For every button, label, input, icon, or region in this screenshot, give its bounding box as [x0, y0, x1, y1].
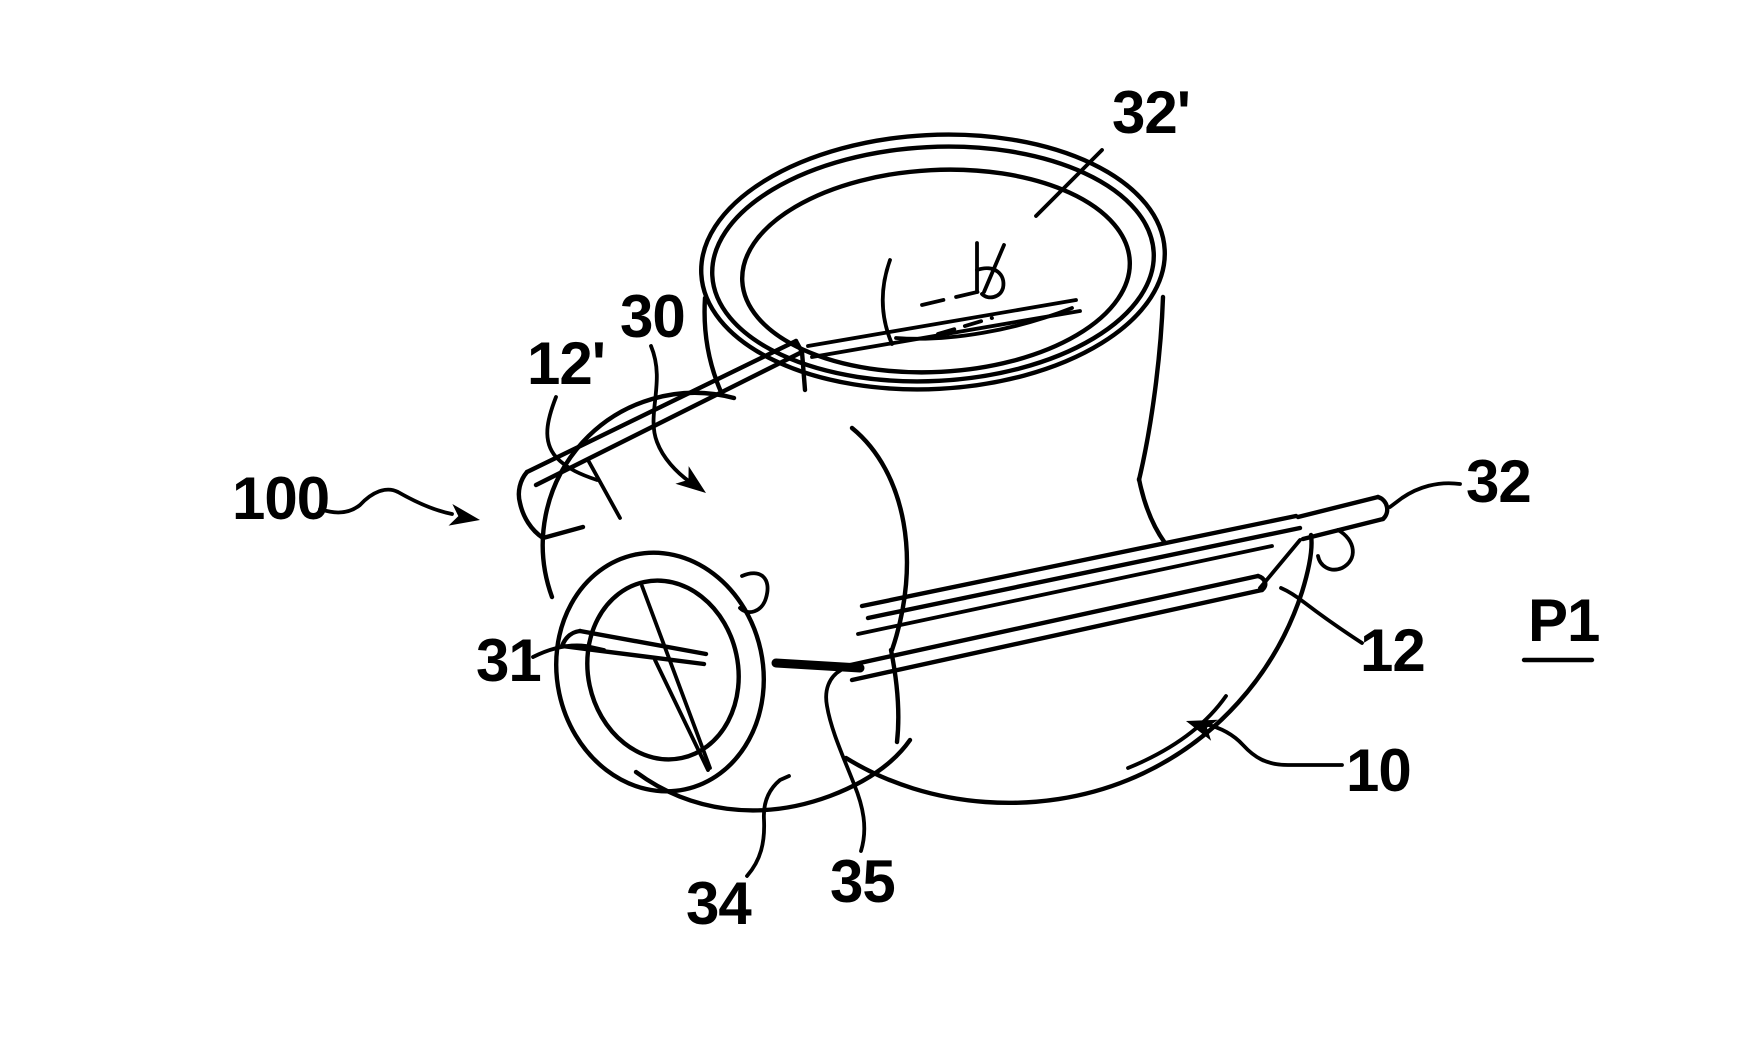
left-rail-end-face	[793, 338, 808, 393]
blade-left-tip	[559, 628, 583, 649]
ref-label-32: 32	[1466, 448, 1531, 515]
left-rail-seam	[586, 458, 622, 520]
collar-left-wall	[702, 295, 724, 395]
ring-inner-ellipse	[585, 578, 741, 762]
hidden-dashed-line-lower	[936, 316, 994, 336]
arrowhead-30	[675, 466, 706, 493]
right-rail-bottom-edge-2	[849, 587, 1265, 683]
left-rail-top-face-edge	[533, 349, 805, 488]
blade-spoke-upper	[640, 584, 712, 770]
leader-12p	[545, 395, 599, 482]
right-rail-bottom-edge-1	[843, 573, 1261, 669]
plate-surface-arc	[894, 306, 1074, 341]
left-rail-top-edge	[524, 338, 799, 475]
leader-31	[531, 643, 606, 659]
top-opening-collar	[699, 132, 1167, 483]
right-rail-top-face-edge	[865, 525, 1303, 621]
collar-outer-rim-inner-line	[710, 144, 1156, 384]
plate-near-edge	[806, 298, 1078, 348]
right-rail-end-face	[1258, 538, 1302, 590]
ref-label-10: 10	[1346, 737, 1411, 804]
rod-rounded-tip	[1375, 494, 1390, 522]
left-rail-bottom-edge	[540, 524, 586, 541]
left-rail-rounded-end	[516, 469, 546, 541]
right-mounting-rail	[843, 494, 1390, 683]
leader-30	[649, 344, 692, 484]
ref-label-32-prime: 32'	[1112, 79, 1190, 146]
ref-label-100: 100	[232, 465, 329, 532]
leader-32	[1388, 481, 1462, 509]
pipe-inner-bottom-edge	[1126, 694, 1228, 770]
rod-top-edge	[1295, 494, 1381, 520]
ring-outer-ellipse	[554, 550, 766, 794]
rod-bottom-edge	[1300, 516, 1386, 542]
leader-34	[745, 774, 791, 878]
arrowhead-100	[448, 503, 480, 526]
leader-lines	[318, 148, 1462, 878]
blade-top-edge	[577, 628, 709, 657]
blade-spoke-lower	[653, 658, 710, 772]
front-ring-flange	[554, 550, 766, 794]
pipe-left-edge	[888, 647, 901, 745]
right-rail-top-edge	[859, 513, 1299, 609]
ref-label-30: 30	[620, 283, 685, 350]
collar-right-wall	[1136, 294, 1166, 483]
leader-100-wavy-arrow	[318, 487, 454, 516]
collar-inner-rim	[739, 167, 1133, 375]
lower-pipe-body	[633, 476, 1314, 813]
leader-12	[1279, 586, 1364, 645]
ref-label-31: 31	[476, 627, 541, 694]
leader-35	[824, 668, 867, 853]
left-mounting-rail	[516, 338, 808, 541]
blade-bottom-edge	[559, 643, 707, 667]
pipe-upper-right-edge	[1136, 476, 1168, 546]
ref-label-34: 34	[686, 870, 752, 937]
valve-plate-detail	[806, 241, 1082, 359]
leader-10	[1203, 722, 1344, 767]
leader-32p-inner	[982, 243, 1006, 294]
pipe-bottom-silhouette	[843, 532, 1314, 805]
right-rail-mid-edge	[856, 544, 1274, 636]
rod-bracket-hook	[1316, 528, 1355, 572]
reference-numerals: 100 12' 30 32' 32 12 P1 10 34 35 31	[232, 79, 1600, 937]
leader-32p-outer	[1034, 148, 1104, 218]
body-foot-arc	[633, 737, 913, 813]
ref-label-12: 12	[1360, 617, 1425, 684]
hidden-dashed-line-upper	[920, 287, 992, 307]
collar-outer-rim	[699, 132, 1167, 392]
ref-label-35: 35	[830, 848, 895, 915]
arrowhead-10	[1186, 719, 1218, 741]
ref-label-12-prime: 12'	[527, 330, 605, 397]
plate-left-edge-arc	[880, 258, 894, 346]
ref-label-p1: P1	[1528, 587, 1599, 654]
pivot-hook-curve	[975, 266, 1006, 300]
housing-rear-intersection-arc	[849, 425, 910, 653]
